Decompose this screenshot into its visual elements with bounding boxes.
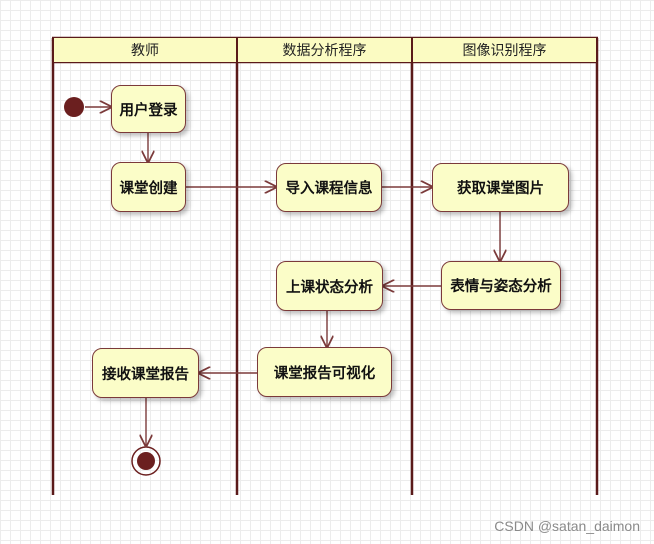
node-get-class-images: 获取课堂图片 (432, 163, 569, 212)
watermark: CSDN @satan_daimon (494, 518, 640, 534)
end-node-inner (137, 452, 155, 470)
node-import-course-info: 导入课程信息 (276, 163, 382, 212)
lane-header-teacher: 教师 (54, 38, 236, 62)
node-receive-class-report: 接收课堂报告 (92, 348, 199, 398)
start-node (64, 97, 84, 117)
node-expression-posture-analysis: 表情与姿态分析 (441, 261, 561, 310)
lane-header-analysis: 数据分析程序 (238, 38, 411, 62)
node-user-login: 用户登录 (111, 85, 186, 133)
node-class-status-analysis: 上课状态分析 (276, 261, 383, 311)
lane-header-recognition: 图像识别程序 (413, 38, 596, 62)
node-class-create: 课堂创建 (111, 162, 186, 212)
node-report-visualization: 课堂报告可视化 (257, 347, 392, 397)
